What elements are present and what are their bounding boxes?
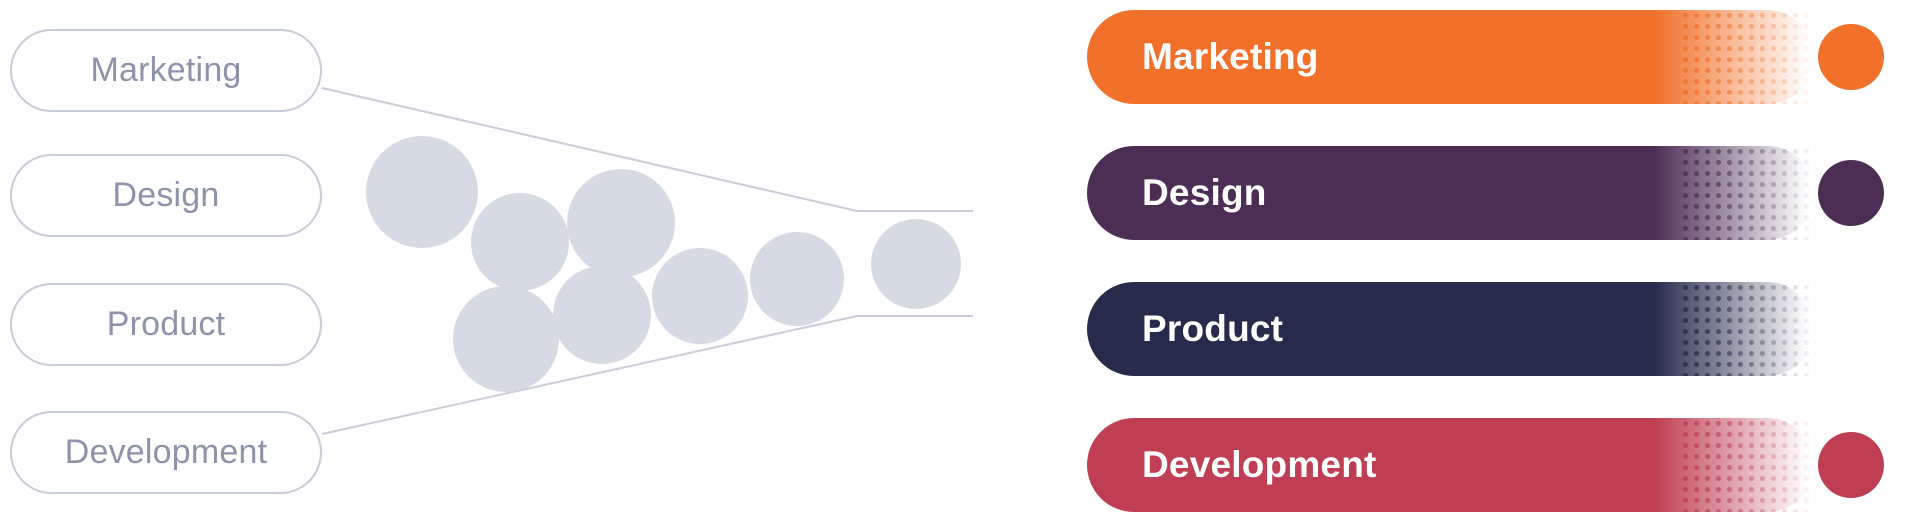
funnel-ball: [553, 266, 651, 364]
funnel-ball: [567, 169, 675, 277]
funnel-ball: [471, 193, 569, 291]
funnel-bottom-line: [321, 315, 973, 435]
input-pill-label: Marketing: [90, 51, 242, 89]
input-pill-product[interactable]: Product: [10, 283, 322, 366]
stage-dot-design[interactable]: [1818, 160, 1884, 226]
funnel-ball: [871, 219, 961, 309]
input-pill-development[interactable]: Development: [10, 411, 322, 494]
stage-bar-development[interactable]: Development: [1087, 418, 1814, 512]
stage-bar-label: Development: [1142, 444, 1377, 485]
funnel-ball: [366, 136, 478, 248]
stage-bar-label: Marketing: [1142, 36, 1319, 77]
stage-bar-marketing[interactable]: Marketing: [1087, 10, 1814, 104]
stage-dot-marketing[interactable]: [1818, 24, 1884, 90]
input-pill-marketing[interactable]: Marketing: [10, 29, 322, 112]
funnel-ball: [750, 232, 844, 326]
input-pill-design[interactable]: Design: [10, 154, 322, 237]
input-pill-label: Product: [106, 305, 226, 343]
input-pill-label: Design: [112, 176, 220, 214]
stage-dot-development[interactable]: [1818, 432, 1884, 498]
funnel-balls: [366, 136, 961, 392]
input-pill-label: Development: [64, 433, 268, 471]
funnel-ball: [652, 248, 748, 344]
funnel-ball: [453, 286, 559, 392]
stage-bar-design[interactable]: Design: [1087, 146, 1814, 240]
stage-bar-label: Product: [1142, 308, 1284, 349]
stage-bar-product[interactable]: Product: [1087, 282, 1814, 376]
funnel-top-line: [321, 87, 973, 212]
stage-bar-label: Design: [1142, 172, 1267, 213]
